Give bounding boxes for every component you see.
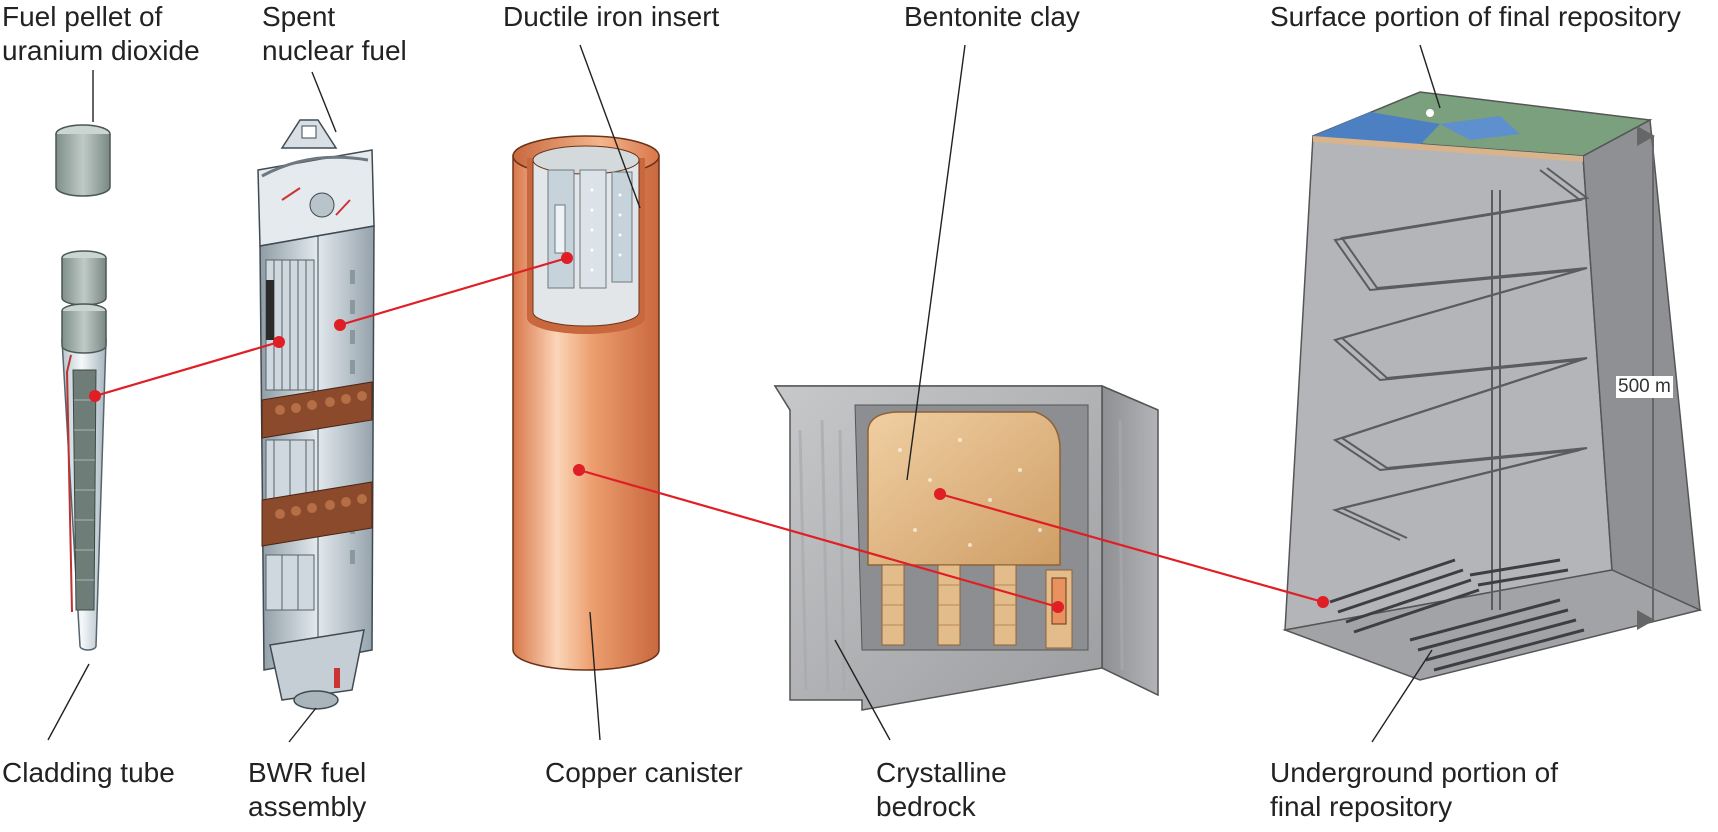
copper-canister-illustration: [512, 135, 660, 671]
label-spent-fuel-line2: nuclear fuel: [262, 35, 407, 66]
label-bwr-line2: assembly: [248, 791, 367, 822]
label-bedrock-line2: bedrock: [876, 791, 976, 822]
cladding-tube-illustration: [61, 250, 107, 651]
label-underground-line1: Underground portion of: [1270, 757, 1558, 788]
label-bentonite: Bentonite clay: [904, 1, 1080, 32]
connector-lines: [94, 256, 1324, 609]
connector-dots: [89, 252, 1329, 613]
label-spent-fuel-line1: Spent: [262, 1, 336, 32]
label-bwr-line1: BWR fuel: [248, 757, 367, 788]
label-underground-repository: Underground portion of final repository: [1270, 756, 1558, 824]
label-copper-canister: Copper canister: [545, 757, 743, 788]
label-fuel-pellet-line1: Fuel pellet of: [2, 1, 163, 32]
label-bedrock-line1: Crystalline: [876, 757, 1007, 788]
label-spent-fuel: Spent nuclear fuel: [262, 0, 407, 68]
connector-canister-to-bedrock: [578, 468, 1059, 609]
bwr-fuel-assembly-illustration: [257, 119, 375, 710]
fuel-pellet-illustration: [55, 124, 111, 197]
bedrock-block-illustration: [773, 384, 1159, 711]
final-repository-illustration: [1282, 91, 1703, 681]
label-crystalline-bedrock: Crystalline bedrock: [876, 756, 1007, 824]
label-underground-line2: final repository: [1270, 791, 1453, 822]
connector-assembly-to-insert: [339, 256, 568, 327]
label-surface-repository: Surface portion of final repository: [1270, 1, 1681, 32]
leader-lines: [47, 44, 1441, 743]
label-bwr-assembly: BWR fuel assembly: [248, 756, 366, 824]
connector-bentonite-to-repository: [939, 492, 1324, 604]
label-fuel-pellet-line2: uranium dioxide: [2, 35, 200, 66]
label-fuel-pellet: Fuel pellet of uranium dioxide: [2, 0, 200, 68]
label-iron-insert: Ductile iron insert: [503, 1, 720, 32]
connector-pellet-to-assembly: [94, 340, 280, 398]
label-cladding-tube: Cladding tube: [2, 757, 175, 788]
label-depth-500m: 500 m: [1616, 376, 1673, 398]
